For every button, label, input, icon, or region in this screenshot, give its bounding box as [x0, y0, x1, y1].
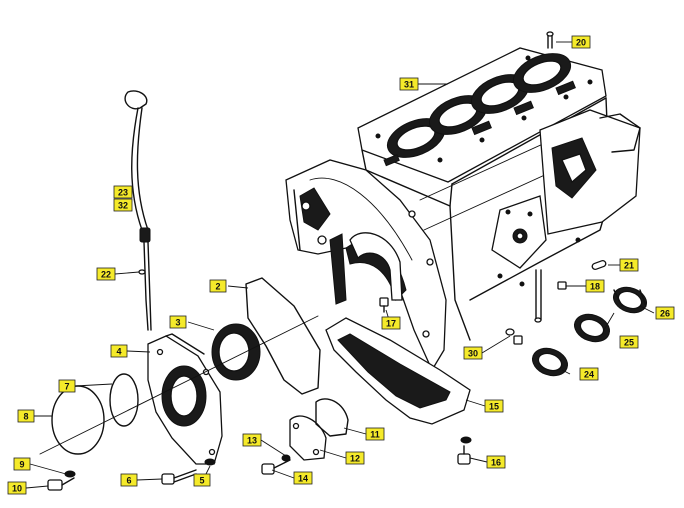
seal-ring	[109, 373, 139, 427]
callout-23: 23	[113, 185, 133, 199]
callout-3: 3	[169, 315, 187, 329]
cover-plate	[289, 415, 327, 461]
callout-13: 13	[242, 433, 262, 447]
callout-30-label: 30	[468, 349, 478, 359]
callout-14-label: 14	[298, 474, 308, 484]
cover-bolt	[261, 454, 291, 475]
callout-18-label: 18	[590, 282, 600, 292]
callout-32-label: 32	[118, 201, 128, 211]
callout-10-label: 10	[12, 484, 22, 494]
bolt-and-washer-center	[161, 458, 216, 485]
callout-20-label: 20	[576, 38, 586, 48]
callout-26: 26	[655, 306, 675, 320]
callout-25-label: 25	[624, 338, 634, 348]
callout-7: 7	[58, 379, 76, 393]
callout-30: 30	[463, 346, 483, 360]
callout-2: 2	[209, 279, 227, 293]
cam-bearing-26	[613, 286, 647, 314]
callout-10: 10	[7, 481, 27, 495]
callout-32: 32	[113, 198, 133, 212]
crankshaft-axis-line	[39, 315, 319, 455]
oil-pan	[325, 317, 471, 425]
callout-22-label: 22	[101, 270, 111, 280]
callout-13-label: 13	[247, 436, 257, 446]
callout-4: 4	[110, 344, 128, 358]
bolt-30	[505, 328, 523, 345]
callout-11: 11	[365, 427, 385, 441]
callout-24-label: 24	[584, 370, 594, 380]
dipstick-o-ring	[138, 269, 146, 275]
rear-oil-seal	[211, 323, 261, 381]
callout-17-label: 17	[386, 319, 396, 329]
callout-31-label: 31	[404, 80, 414, 90]
bolt-and-washer-left	[47, 470, 76, 491]
callout-12: 12	[345, 451, 365, 465]
callout-15: 15	[484, 399, 504, 413]
callout-5-label: 5	[199, 476, 204, 486]
callout-5: 5	[193, 473, 211, 487]
callout-8: 8	[17, 409, 35, 423]
callout-11-label: 11	[370, 430, 380, 440]
callout-12-label: 12	[350, 454, 360, 464]
drain-plug	[457, 436, 472, 465]
callout-9: 9	[13, 457, 31, 471]
callout-4-label: 4	[116, 347, 121, 357]
callout-21: 21	[619, 258, 639, 272]
plug-18	[557, 281, 567, 290]
callout-8-label: 8	[23, 412, 28, 422]
engine-block	[285, 47, 641, 372]
callout-6-label: 6	[126, 476, 131, 486]
rear-cover-gasket	[245, 277, 321, 395]
callout-2-label: 2	[215, 282, 220, 292]
callout-17: 17	[381, 316, 401, 330]
cam-bearing-25	[574, 313, 610, 343]
callout-16: 16	[486, 455, 506, 469]
callout-22: 22	[96, 267, 116, 281]
callout-16-label: 16	[491, 458, 501, 468]
callout-26-label: 26	[660, 309, 670, 319]
cover-gasket	[315, 398, 349, 437]
callout-14: 14	[293, 471, 313, 485]
callout-18: 18	[585, 279, 605, 293]
callout-6: 6	[120, 473, 138, 487]
callout-31: 31	[399, 77, 419, 91]
callout-21-label: 21	[624, 261, 634, 271]
callout-25: 25	[619, 335, 639, 349]
callout-15-label: 15	[489, 402, 499, 412]
callout-24: 24	[579, 367, 599, 381]
plug-17	[379, 297, 389, 313]
callout-3-label: 3	[175, 318, 180, 328]
dowel-21	[591, 259, 607, 271]
callout-7-label: 7	[64, 382, 69, 392]
callout-9-label: 9	[19, 460, 24, 470]
callout-23-label: 23	[118, 188, 128, 198]
stud-20	[546, 31, 554, 49]
cam-bearing-24	[532, 347, 568, 377]
callout-20: 20	[571, 35, 591, 49]
rear-seal-housing	[147, 333, 223, 465]
dipstick	[124, 90, 152, 331]
